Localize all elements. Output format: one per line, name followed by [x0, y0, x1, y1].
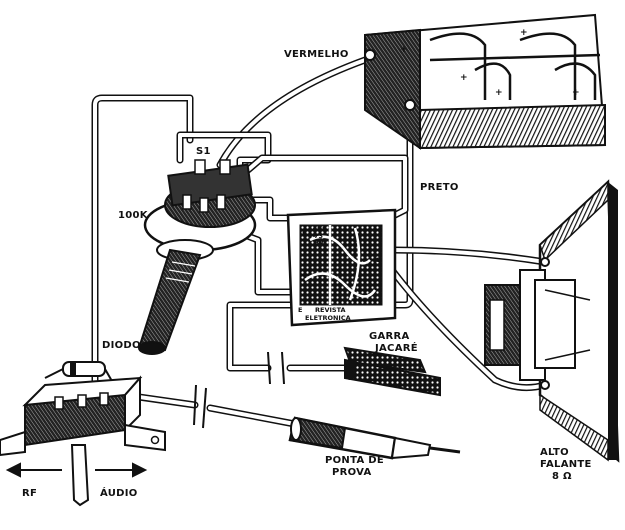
pcb-code-3: BR [314, 239, 324, 247]
test-probe [288, 416, 461, 460]
labels: VERMELHO PRETO S1 100K DIODO GARRA JACAR… [22, 49, 592, 499]
pcb-code-1: ABS [312, 225, 327, 233]
wire-break-marks [193, 351, 285, 429]
battery-plus-symbol: + [572, 88, 580, 98]
pcb-pin-s: S [376, 256, 381, 264]
pot-lugs [182, 159, 231, 213]
label-preto: PRETO [420, 182, 459, 193]
label-audio: ÁUDIO [100, 486, 138, 499]
speaker-terminal [540, 380, 550, 390]
pot-shaft [138, 248, 202, 355]
arrow-left-icon [5, 462, 21, 478]
label-ponta-de: PONTA DE [325, 455, 384, 466]
pcb-pin-e-bottom: E [298, 306, 302, 314]
mount-tab-left [0, 430, 26, 457]
battery-terminal-negative [404, 99, 416, 111]
wire-pot-pcb [241, 196, 299, 296]
pcb-pin-e-top: E [302, 228, 306, 236]
pcb-traces [299, 224, 383, 306]
switch-lugs [54, 392, 109, 410]
potentiometer [138, 159, 257, 355]
pcb-label-line-2: ELETRONICA [305, 314, 351, 322]
battery-terminal-positive [364, 49, 376, 61]
mount-tab-right [124, 423, 166, 452]
battery-plus-symbol: + [495, 88, 503, 98]
wires [91, 56, 549, 429]
label-prova: PROVA [332, 467, 372, 478]
pcb-trace-paths [304, 225, 377, 305]
wire-preto [388, 106, 414, 309]
wire-block-probe [121, 391, 304, 429]
direction-arrows [5, 462, 148, 478]
battery-pack: + + + + + [364, 13, 607, 150]
battery-plus-symbol: + [520, 28, 528, 38]
label-garra: GARRA [369, 331, 410, 342]
label-vermelho: VERMELHO [284, 49, 349, 60]
switch-lever [70, 444, 90, 507]
selector-switch-block [0, 375, 166, 507]
battery-plus-symbol: + [400, 45, 408, 55]
battery-cells [429, 32, 601, 100]
alligator-clip [343, 346, 441, 397]
speaker-terminal [540, 257, 550, 267]
label-falante: FALANTE [540, 459, 592, 470]
wire-pcb-capacitor [226, 301, 354, 372]
label-alto: ALTO [540, 447, 569, 458]
speaker [484, 179, 620, 463]
label-diodo: DIODO [102, 340, 141, 351]
wire-switch-pcb [176, 131, 409, 219]
label-jacare: JACARÉ [374, 341, 418, 354]
label-pot-value: 100K [118, 210, 149, 221]
battery-plus-symbol: + [460, 73, 468, 83]
pcb-code-2: 73 [314, 232, 323, 240]
arrow-right-icon [132, 462, 148, 478]
circuit-board: E ABS 73 BR S E REVISTA ELETRONICA [286, 208, 397, 327]
wire-left-loop [91, 94, 194, 389]
wire-pcb-speaker [388, 246, 549, 392]
wire-vermelho [216, 56, 369, 169]
diode [44, 361, 121, 396]
speaker-magnet [484, 269, 591, 381]
label-s1: S1 [196, 146, 211, 157]
label-impedance: 8 Ω [552, 471, 572, 482]
pcb-label-line-1: REVISTA [315, 306, 346, 314]
label-rf: RF [22, 488, 37, 499]
